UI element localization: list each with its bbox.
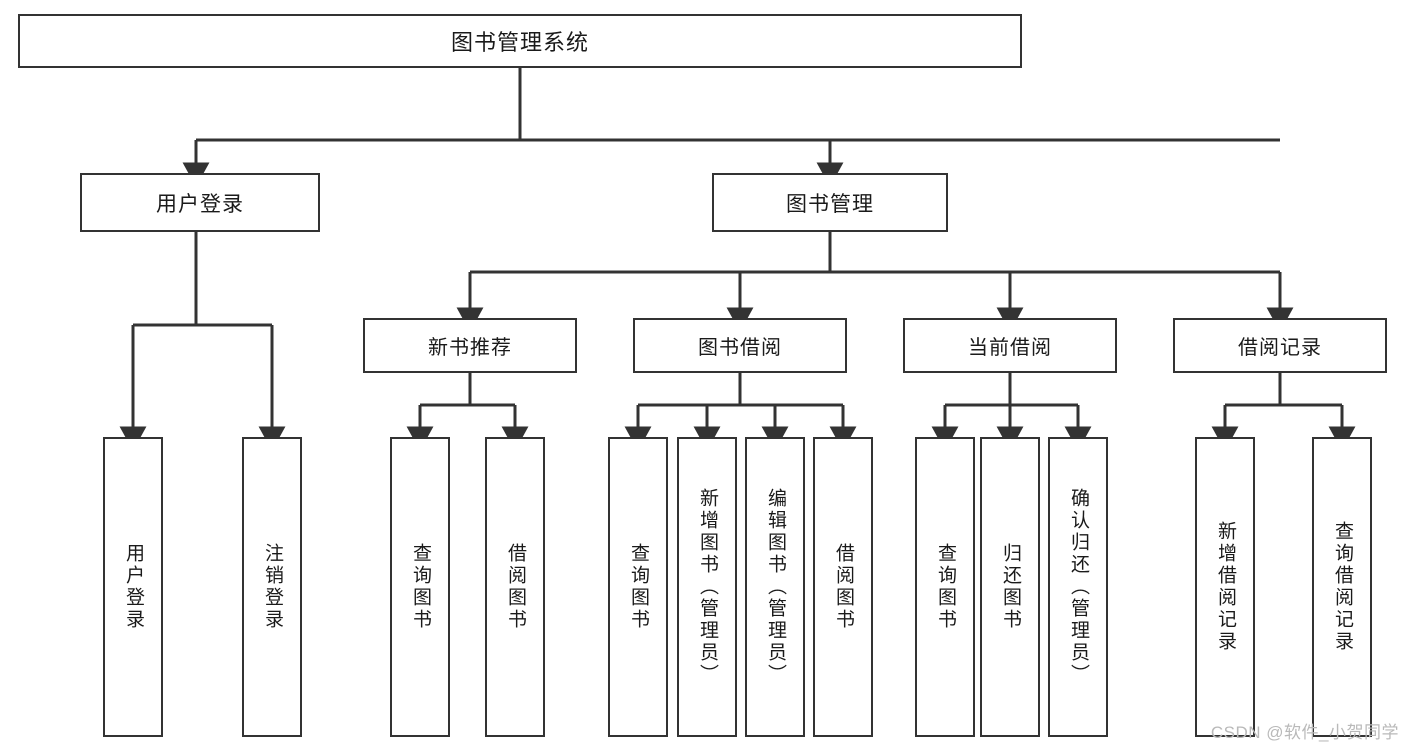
node-label: 图书借阅 (698, 337, 782, 359)
node-borrow-record[interactable]: 借阅记录 (1173, 318, 1387, 373)
node-label: 注销登录 (261, 543, 283, 631)
node-label: 用户登录 (156, 192, 244, 216)
leaf-borrow-record-add[interactable]: 新增借阅记录 (1195, 437, 1255, 737)
leaf-user-login-login[interactable]: 用户登录 (103, 437, 163, 737)
watermark: CSDN @软件_小贺同学 (1210, 723, 1399, 742)
node-label: 当前借阅 (968, 337, 1052, 359)
leaf-book-borrow-borrow[interactable]: 借阅图书 (813, 437, 873, 737)
node-label: 查询图书 (627, 543, 649, 631)
leaf-current-borrow-confirm-admin[interactable]: 确认归还（管理员） (1048, 437, 1108, 737)
node-label: 借阅图书 (832, 543, 854, 631)
leaf-new-book-borrow[interactable]: 借阅图书 (485, 437, 545, 737)
leaf-current-borrow-return[interactable]: 归还图书 (980, 437, 1040, 737)
node-new-book-recommend[interactable]: 新书推荐 (363, 318, 577, 373)
node-user-login[interactable]: 用户登录 (80, 173, 320, 232)
node-label: 图书管理系统 (450, 30, 589, 55)
node-label: 用户登录 (122, 543, 144, 631)
node-label: 新增借阅记录 (1214, 521, 1236, 653)
node-label: 查询图书 (409, 543, 431, 631)
leaf-book-borrow-add-admin[interactable]: 新增图书（管理员） (677, 437, 737, 737)
node-label: 图书管理 (786, 192, 874, 216)
node-root-system[interactable]: 图书管理系统 (18, 14, 1022, 68)
node-label: 新增图书（管理员） (696, 488, 718, 686)
leaf-user-login-logout[interactable]: 注销登录 (242, 437, 302, 737)
node-label: 确认归还（管理员） (1067, 488, 1089, 686)
node-label: 归还图书 (999, 543, 1021, 631)
node-label: 借阅图书 (504, 543, 526, 631)
node-label: 新书推荐 (428, 337, 512, 359)
node-current-borrow[interactable]: 当前借阅 (903, 318, 1117, 373)
node-label: 借阅记录 (1238, 337, 1322, 359)
leaf-borrow-record-query[interactable]: 查询借阅记录 (1312, 437, 1372, 737)
node-book-management[interactable]: 图书管理 (712, 173, 948, 232)
node-label: 编辑图书（管理员） (764, 488, 786, 686)
node-label: 查询图书 (934, 543, 956, 631)
leaf-new-book-query[interactable]: 查询图书 (390, 437, 450, 737)
node-book-borrow[interactable]: 图书借阅 (633, 318, 847, 373)
node-label: 查询借阅记录 (1331, 521, 1353, 653)
leaf-book-borrow-edit-admin[interactable]: 编辑图书（管理员） (745, 437, 805, 737)
leaf-current-borrow-query[interactable]: 查询图书 (915, 437, 975, 737)
leaf-book-borrow-query[interactable]: 查询图书 (608, 437, 668, 737)
